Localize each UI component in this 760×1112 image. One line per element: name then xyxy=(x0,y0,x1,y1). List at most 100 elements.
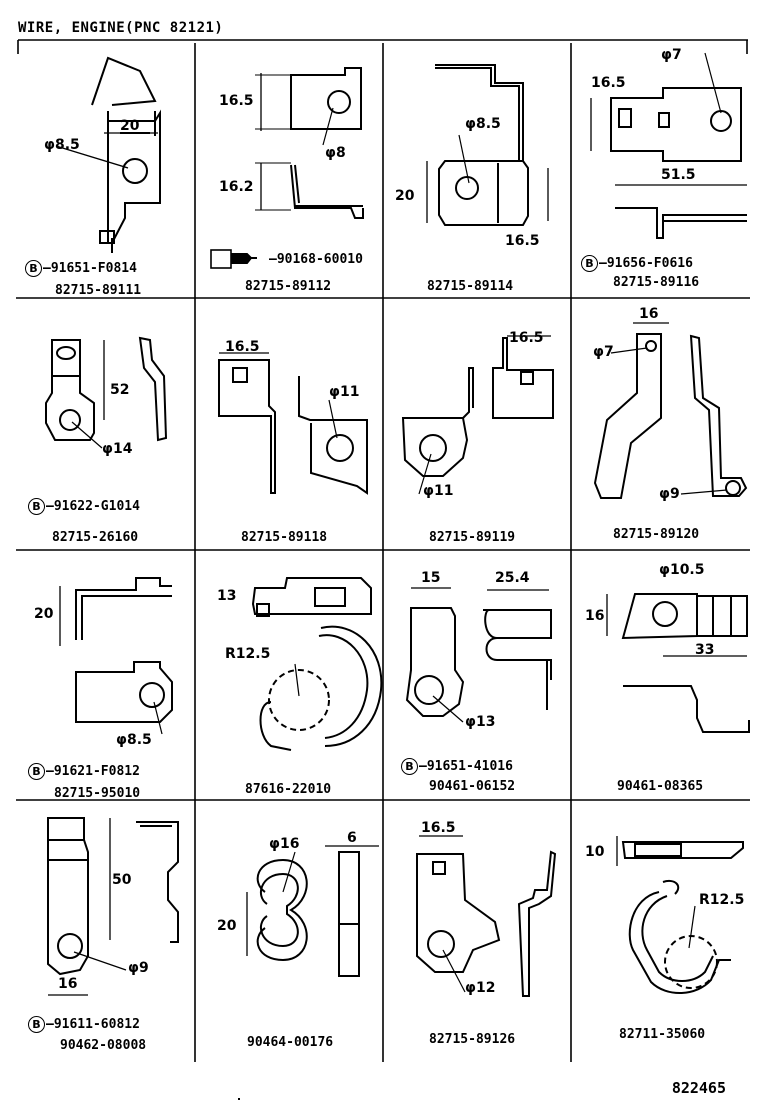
dim-hole: φ8 xyxy=(325,145,346,161)
dim-hole: φ11 xyxy=(329,384,360,400)
dim-height: 16 xyxy=(585,608,605,624)
dim-height: 50 xyxy=(112,872,132,888)
part-number: 90461-06152 xyxy=(429,779,516,794)
bolt-number: 91621-F0812 xyxy=(53,764,140,779)
bracket-drawing xyxy=(218,352,368,495)
dim-hole: φ8.5 xyxy=(465,116,501,132)
screw-number: 90168-60010 xyxy=(276,252,363,267)
screw-callout[interactable]: —90168-60010 xyxy=(269,252,363,267)
part-cell-82715-89114[interactable]: φ8.5 20 16.5 82715-89114 xyxy=(383,43,571,298)
dim-hole: φ9 xyxy=(659,486,680,502)
bracket-drawing xyxy=(210,67,364,269)
part-cell-82715-89111[interactable]: 20 φ8.5 B—91651-F0814 82715-89111 xyxy=(0,43,195,298)
part-cell-90462-08008[interactable]: 50 φ9 16 B—91611-60812 90462-08008 xyxy=(0,800,195,1062)
figure-number: 822465 xyxy=(671,1079,726,1097)
part-number: 82715-95010 xyxy=(54,786,141,801)
bolt-marker-icon: B xyxy=(28,1016,45,1033)
part-number: 82715-89120 xyxy=(613,527,700,542)
part-number: 90461-08365 xyxy=(617,779,704,794)
dim-hole: φ12 xyxy=(465,980,496,996)
bracket-drawing xyxy=(416,835,557,997)
dim-width: 16.5 xyxy=(225,339,260,355)
bolt-number: 91651-F0814 xyxy=(50,261,137,276)
bolt-callout[interactable]: B—91611-60812 xyxy=(28,1016,140,1033)
clamp-drawing xyxy=(251,577,383,751)
bolt-callout[interactable]: B—91651-F0814 xyxy=(25,260,137,277)
part-number: 90464-00176 xyxy=(247,1035,334,1050)
dim-radius: R12.5 xyxy=(225,646,271,662)
part-cell-82715-89119[interactable]: 16.5 φ11 82715-89119 xyxy=(383,298,571,550)
dim-hole: φ9 xyxy=(128,960,149,976)
part-number: 82715-89114 xyxy=(427,279,514,294)
dim-radius: R12.5 xyxy=(699,892,745,908)
bolt-marker-icon: B xyxy=(401,758,418,775)
part-cell-82715-89118[interactable]: 16.5 φ11 82715-89118 xyxy=(195,298,383,550)
clamp-drawing xyxy=(405,587,552,723)
bolt-marker-icon: B xyxy=(581,255,598,272)
dim-diameter: φ16 xyxy=(269,836,300,852)
dim-hole: φ7 xyxy=(661,47,682,63)
bolt-marker-icon: B xyxy=(28,763,45,780)
bolt-callout[interactable]: B—91622-G1014 xyxy=(28,498,140,515)
part-cell-82715-89116[interactable]: 16.5 φ7 51.5 B—91656-F0616 82715-89116 xyxy=(571,43,751,298)
dim-width: 6 xyxy=(347,830,357,846)
bracket-drawing xyxy=(426,64,549,226)
part-number: 82715-26160 xyxy=(52,530,139,545)
diagram-title: WIRE, ENGINE(PNC 82121) xyxy=(18,20,224,36)
dim-hole: φ8.5 xyxy=(44,137,80,153)
part-cell-82715-89126[interactable]: 16.5 φ12 82715-89126 xyxy=(383,800,571,1062)
dim-height: 20 xyxy=(217,918,237,934)
bolt-callout[interactable]: B—91656-F0616 xyxy=(581,255,693,272)
part-cell-90461-08365[interactable]: φ10.5 16 33 90461-08365 xyxy=(571,550,751,800)
part-number: 82715-89116 xyxy=(613,275,700,290)
part-number: 82715-89126 xyxy=(429,1032,516,1047)
part-number: 90462-08008 xyxy=(60,1038,147,1053)
dim-length: 33 xyxy=(695,642,715,658)
part-cell-82711-35060[interactable]: 10 R12.5 82711-35060 xyxy=(571,800,751,1062)
part-number: 87616-22010 xyxy=(245,782,332,797)
dim-hole: φ8.5 xyxy=(116,732,152,748)
dim-height-2: 16.5 xyxy=(505,233,540,249)
part-number: 82715-89118 xyxy=(241,530,328,545)
dim-height: 52 xyxy=(110,382,130,398)
dim-hole: φ10.5 xyxy=(659,562,705,578)
dim-hole: φ14 xyxy=(102,441,133,457)
bracket-drawing xyxy=(47,817,179,996)
part-cell-90464-00176[interactable]: φ16 6 20 90464-00176 xyxy=(195,800,383,1062)
dim-height: 10 xyxy=(585,844,605,860)
bolt-callout[interactable]: B—91651-41016 xyxy=(401,758,513,775)
part-number: 82711-35060 xyxy=(619,1027,706,1042)
dim-length: 51.5 xyxy=(661,167,696,183)
dim-width: 16 xyxy=(58,976,78,992)
dim-width: 15 xyxy=(421,570,441,586)
stray-dot xyxy=(238,1098,240,1100)
bolt-marker-icon: B xyxy=(25,260,42,277)
part-cell-90461-06152[interactable]: 15 25.4 φ13 B—91651-41016 90461-06152 xyxy=(383,550,571,800)
clamp-drawing xyxy=(606,593,750,733)
clip-drawing xyxy=(246,845,379,977)
clamp-drawing xyxy=(616,836,744,995)
bracket-drawing xyxy=(45,336,168,449)
bolt-number: 91656-F0616 xyxy=(606,256,693,271)
dim-hole-small: φ7 xyxy=(593,344,614,360)
bracket-drawing xyxy=(55,56,161,253)
part-cell-82715-89120[interactable]: 16 φ7 φ9 82715-89120 xyxy=(571,298,751,550)
part-cell-87616-22010[interactable]: 13 R12.5 87616-22010 xyxy=(195,550,383,800)
bracket-drawing xyxy=(593,322,748,499)
part-cell-82715-89112[interactable]: 16.5 φ8 16.2 —90168-60010 82715-89112 xyxy=(195,43,383,298)
dim-width: 16.5 xyxy=(509,330,544,346)
dim-height: 20 xyxy=(395,188,415,204)
dim-width: 16 xyxy=(639,306,659,322)
part-cell-82715-26160[interactable]: 52 φ14 B—91622-G1014 82715-26160 xyxy=(0,298,195,550)
part-cell-82715-95010[interactable]: 20 φ8.5 B—91621-F0812 82715-95010 xyxy=(0,550,195,801)
bolt-number: 91611-60812 xyxy=(53,1017,140,1032)
dim-hole: φ11 xyxy=(423,483,454,499)
dim-width: 20 xyxy=(120,118,140,134)
dim-height: 20 xyxy=(34,606,54,622)
dim-width-2: 25.4 xyxy=(495,570,530,586)
bolt-marker-icon: B xyxy=(28,498,45,515)
bolt-callout[interactable]: B—91621-F0812 xyxy=(28,763,140,780)
dim-height: 13 xyxy=(217,588,237,604)
